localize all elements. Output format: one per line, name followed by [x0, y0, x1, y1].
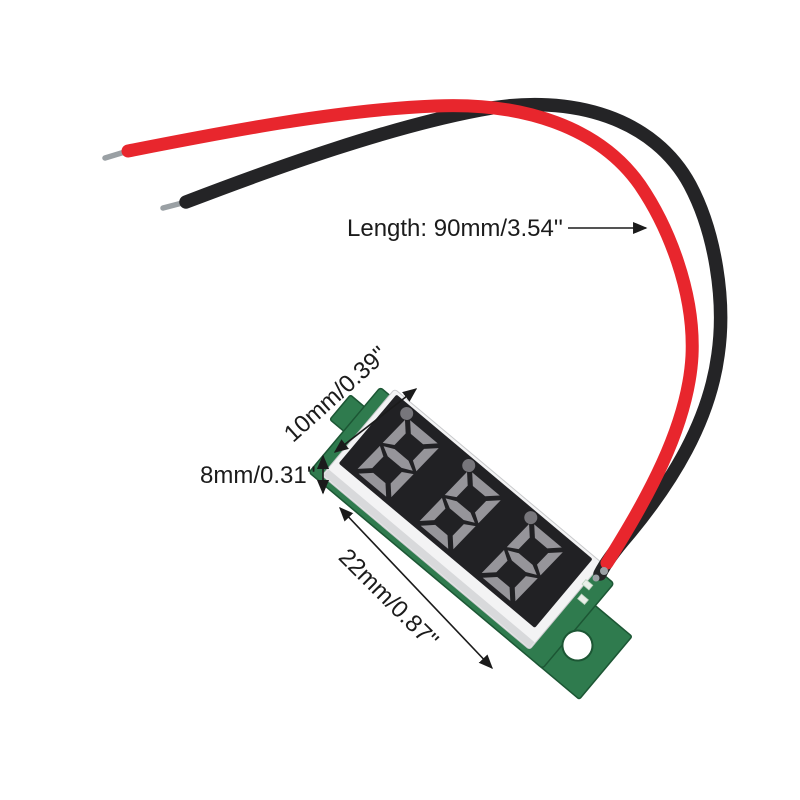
solder-joint	[592, 574, 600, 582]
decimal-point	[524, 511, 538, 525]
height-label: 8mm/0.31''	[200, 462, 316, 489]
solder-joint	[600, 567, 608, 575]
red-wire	[121, 99, 699, 570]
black-wire	[179, 97, 728, 581]
depth-arrow	[339, 506, 493, 670]
decimal-point	[462, 459, 476, 473]
mounting-hole	[561, 629, 594, 662]
solder-pads	[577, 578, 594, 606]
length-label: Length: 90mm/3.54''	[347, 215, 563, 242]
width-arrow	[333, 388, 418, 453]
